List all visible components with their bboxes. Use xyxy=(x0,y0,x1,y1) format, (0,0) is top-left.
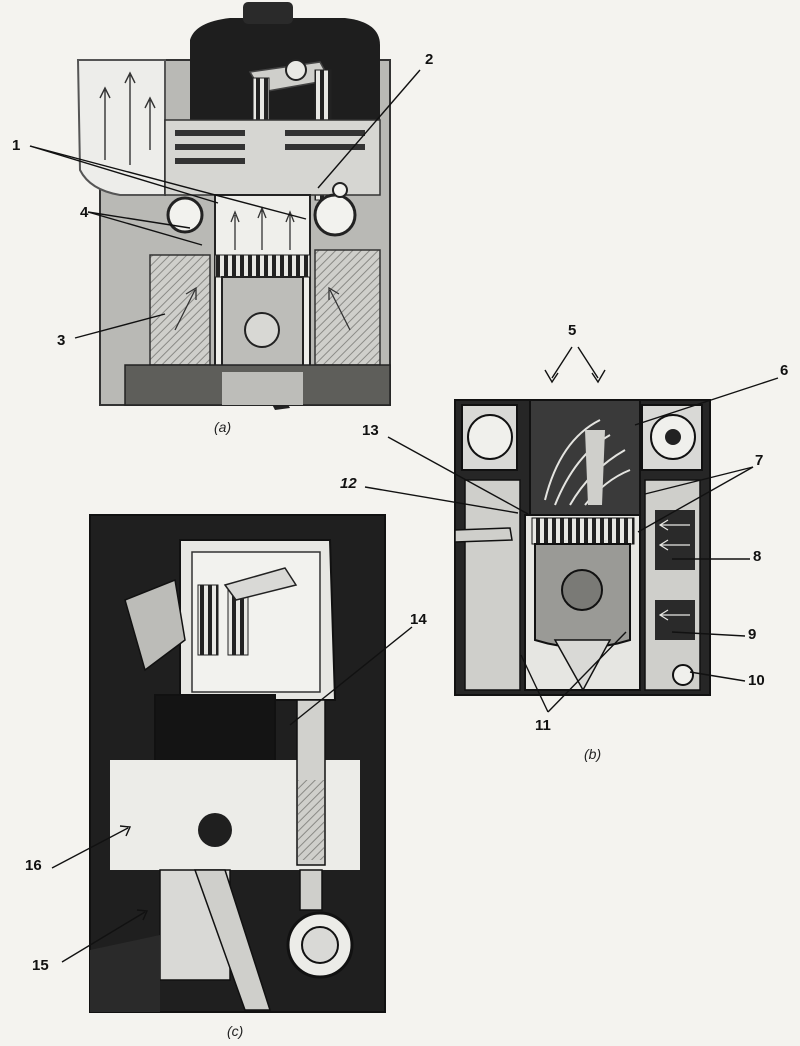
panel-a-drawing xyxy=(76,2,391,410)
callout-label-2: 2 xyxy=(425,51,434,68)
callout-label-11: 11 xyxy=(535,717,551,734)
callout-label-16: 16 xyxy=(25,857,42,874)
callout-label-5: 5 xyxy=(568,322,577,339)
callout-label-8: 8 xyxy=(753,548,762,565)
panel-c-leaders xyxy=(51,626,413,963)
callout-label-14: 14 xyxy=(410,611,427,628)
callout-label-7: 7 xyxy=(755,452,764,469)
callout-label-4: 4 xyxy=(80,204,89,221)
callout-label-10: 10 xyxy=(748,672,765,689)
panel-c-caption: (c) xyxy=(227,1023,244,1039)
panel-b-drawing xyxy=(454,399,711,696)
callout-label-3: 3 xyxy=(57,332,66,349)
panel-b-caption: (b) xyxy=(584,746,602,762)
callout-label-15: 15 xyxy=(32,957,49,974)
callout-label-12: 12 xyxy=(340,475,357,492)
callout-label-13: 13 xyxy=(362,422,379,439)
callout-label-6: 6 xyxy=(780,362,789,379)
callout-label-9: 9 xyxy=(748,626,757,643)
panel-c-drawing xyxy=(89,514,386,1013)
panel-a-leaders xyxy=(29,69,421,339)
panel-a-caption: (a) xyxy=(214,419,232,435)
callout-label-1: 1 xyxy=(12,137,21,154)
panel-b-leaders xyxy=(364,346,779,713)
